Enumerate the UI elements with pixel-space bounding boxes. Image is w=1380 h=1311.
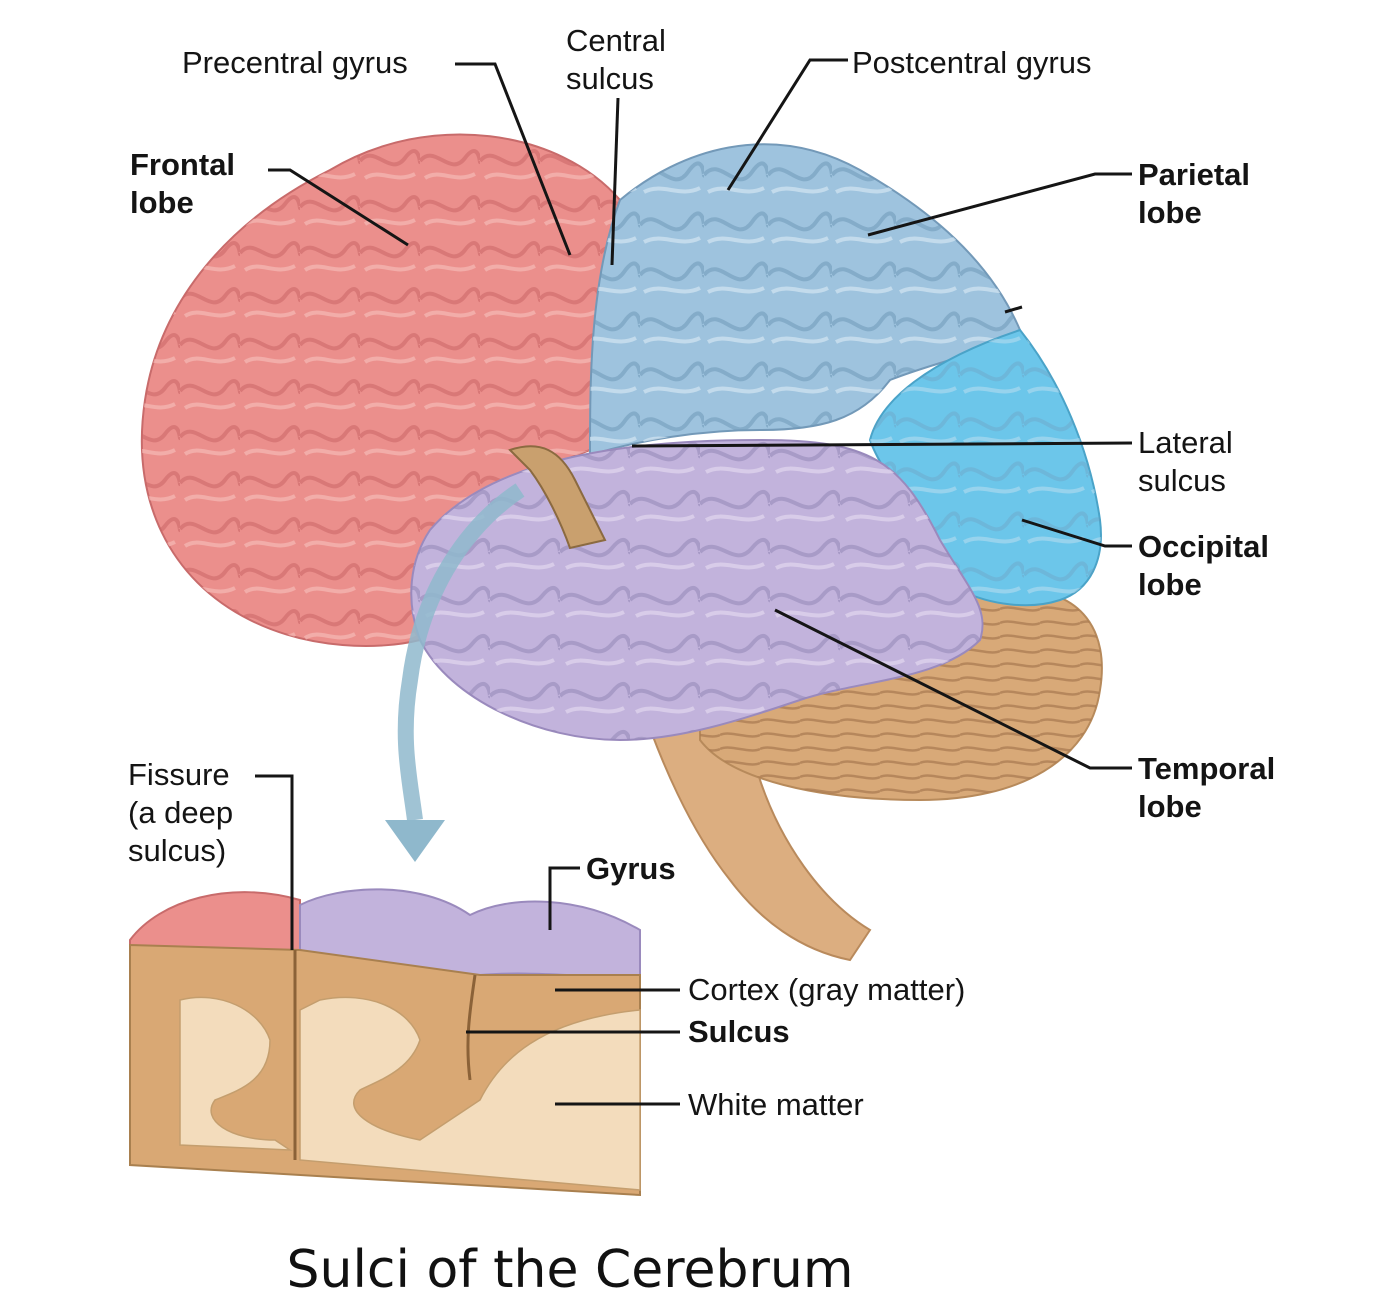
label-gyrus: Gyrus <box>586 851 676 886</box>
block-top-frontal <box>129 891 301 951</box>
label-sulcus: Sulcus <box>688 1014 790 1049</box>
label-precentral-gyrus: Precentral gyrus <box>182 45 408 80</box>
label-lateral-sulcus: Lateral sulcus <box>1138 425 1233 498</box>
leader-frontal-lobe <box>268 168 409 247</box>
label-central-sulcus: Central sulcus <box>566 23 666 96</box>
leader-parietal-lobe <box>867 172 1132 237</box>
label-frontal-lobe: Frontal lobe <box>130 147 236 220</box>
leader-fissure <box>255 774 294 950</box>
label-temporal-lobe: Temporal lobe <box>1138 751 1276 824</box>
leader-temporal-lobe <box>774 608 1132 770</box>
leader-occipital-lobe <box>1021 518 1132 548</box>
label-white-matter: White matter <box>688 1087 864 1122</box>
label-postcentral-gyrus: Postcentral gyrus <box>852 45 1092 80</box>
label-fissure: Fissure (a deep sulcus) <box>128 757 234 868</box>
block-sulcus <box>466 974 477 1081</box>
leader-gyrus <box>548 866 580 930</box>
leader-postcentral-gyrus <box>726 58 848 191</box>
magnify-arrow <box>397 483 525 821</box>
label-parietal-lobe: Parietal lobe <box>1138 157 1251 230</box>
block-white-matter <box>179 996 641 1191</box>
magnify-arrow-head <box>385 820 445 862</box>
leader-parietal-edge <box>1004 305 1023 314</box>
diagram-caption: Sulci of the Cerebrum <box>286 1240 854 1300</box>
insula-fold <box>508 445 607 550</box>
label-cortex: Cortex (gray matter) <box>688 972 966 1007</box>
leader-central-sulcus <box>610 97 620 266</box>
label-occipital-lobe: Occipital lobe <box>1138 529 1269 602</box>
leader-precentral-gyrus <box>455 62 572 256</box>
leader-lateral-sulcus <box>631 441 1133 448</box>
